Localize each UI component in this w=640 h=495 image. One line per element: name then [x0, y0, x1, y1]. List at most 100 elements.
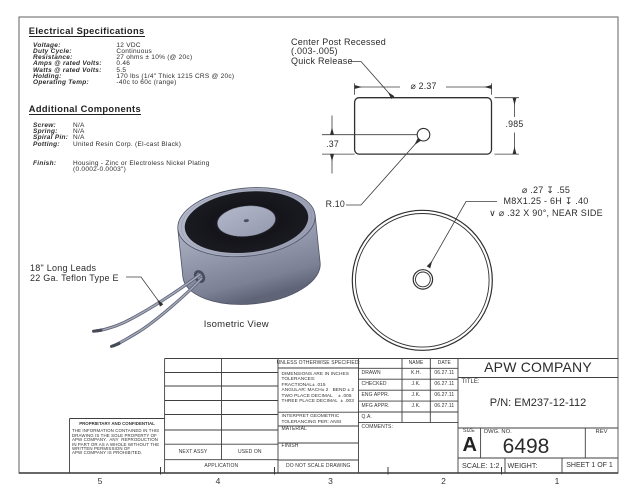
finish-cell-label: FINISH: [281, 443, 299, 450]
scale-label: SCALE: 1:2: [462, 460, 500, 470]
zone-number-2: 2: [441, 476, 446, 487]
size-value: A: [462, 434, 477, 456]
interpret-geometric: INTERPRET GEOMETRIC TOLERANCING PER: ANS…: [281, 414, 342, 425]
approval-date: 06.27.11: [434, 403, 455, 410]
proprietary-body: THE INFORMATION CONTAINED IN THIS DRAWIN…: [72, 428, 160, 456]
lead-wires: [92, 272, 204, 348]
company-name: APW COMPANY: [484, 359, 592, 375]
approval-name: J.K.: [411, 403, 421, 410]
spec-value: -40c to 60c (range): [116, 79, 177, 87]
electrical-specs-values: 12 VDC Continuous 27 ohms ± 10% (@ 20c) …: [116, 41, 235, 87]
finish-line2: (0.0002-0.0003"): [73, 165, 127, 173]
dim-height: .985: [504, 118, 525, 130]
tolerance-line: TWO PLACE DECIMAL ± .005: [281, 393, 352, 399]
finish-value: Housing - Zinc or Electroless Nickel Pla…: [73, 160, 210, 173]
hole-callout-line3: ∨ ⌀ .32 X 90°, NEAR SIDE: [489, 207, 603, 218]
spec-label: Holding:: [33, 72, 62, 80]
approval-date: 06.27.11: [434, 392, 455, 399]
material-label: MATERIAL: [281, 426, 307, 433]
center-post-note: Center Post Recessed (.003-.005) Quick R…: [291, 37, 387, 66]
side-view: [353, 97, 493, 155]
iso-caption: Isometric View: [203, 318, 269, 330]
additional-components-labels: Screw: Spring: Spiral Pin: Potting:: [33, 121, 68, 148]
hole-callout: ⌀ .27 ↧ .55 M8X1.25 - 6H ↧ .40 ∨ ⌀ .32 X…: [489, 185, 603, 220]
tolerance-line: ANGULAR: MACH± 2 BEND ± 2: [281, 388, 355, 394]
approval-date: 06.27.11: [434, 370, 455, 377]
dwg-no-value: 6498: [502, 434, 550, 458]
dim-center-offset: .37: [325, 138, 340, 150]
application-label: APPLICATION: [204, 462, 239, 469]
spec-label: Potting:: [33, 140, 60, 148]
spec-label: Duty Cycle:: [33, 47, 72, 55]
approval-date: 06.27.11: [434, 381, 455, 388]
finish-label: Finish:: [33, 159, 57, 167]
approval-role: Q.A.: [361, 413, 372, 420]
side-view-dimensions: [322, 61, 519, 206]
proprietary-heading: PROPRIETARY AND CONFIDENTIAL: [79, 420, 155, 426]
spec-label: Screw:: [33, 121, 56, 129]
spec-value: 0.46: [116, 60, 131, 68]
spec-value: Continuous: [116, 47, 153, 55]
comments-label: COMMENTS:: [361, 423, 393, 430]
spec-value: United Resin Corp. (El-cast Black): [73, 140, 182, 148]
approval-role: DRAWN: [361, 370, 381, 377]
leads-leader: [126, 276, 164, 307]
weight-label: WEIGHT:: [507, 460, 538, 470]
spec-value: 27 ohms ± 10% (@ 20c): [116, 54, 193, 62]
additional-components-heading: Additional Components: [28, 104, 141, 116]
sheet-frame: [18, 16, 619, 475]
electrical-specs-labels: Voltage: Duty Cycle: Resistance: Amps @ …: [33, 41, 102, 87]
spec-label: Voltage:: [33, 41, 61, 49]
size-label: SIZE: [463, 428, 475, 435]
tolerance-notes: DIMENSIONS ARE IN INCHES TOLERANCES: FRA…: [282, 372, 355, 405]
approval-role: MFG APPR.: [361, 403, 390, 410]
approval-name: J.K.: [411, 392, 421, 399]
title-label: TITLE:: [461, 379, 480, 386]
rev-label: REV: [595, 429, 608, 436]
approval-name: J.K.: [411, 381, 421, 388]
spec-label: Operating Temp:: [33, 79, 89, 87]
spec-label: Amps @ rated Volts:: [33, 60, 102, 68]
iso-view: [92, 187, 321, 348]
spec-value: N/A: [73, 134, 85, 142]
zone-number-5: 5: [97, 476, 103, 487]
name-header: NAME: [408, 359, 424, 366]
spec-label: Spring:: [33, 128, 58, 136]
dim-diameter: ⌀ 2.37: [409, 81, 438, 93]
zone-number-1: 1: [554, 476, 560, 487]
approval-role: ENG APPR.: [361, 392, 390, 399]
finish-line1: Housing - Zinc or Electroless Nickel Pla…: [73, 159, 210, 167]
hole-callout-line1: ⌀ .27 ↧ .55: [521, 184, 571, 195]
radius-note: R.10: [325, 199, 345, 210]
tolerance-line: FRACTIONAL± .015: [281, 382, 326, 388]
spec-label: Watts @ rated Volts:: [33, 66, 102, 74]
spec-value: 170 lbs (1/4" Thick 1215 CRS @ 20c): [116, 72, 235, 80]
do-not-scale: DO NOT SCALE DRAWING: [286, 462, 351, 469]
magnet-center-hole: [243, 219, 249, 223]
sheet-label: SHEET 1 OF 1: [566, 461, 613, 469]
next-assy-label: NEXT ASSY: [178, 448, 208, 455]
leads-note: 18" Long Leads 22 Ga. Teflon Type E: [30, 262, 119, 283]
spec-value: 12 VDC: [116, 41, 141, 49]
unless-otherwise-specified: UNLESS OTHERWISE SPECIFIED:: [276, 360, 361, 366]
approval-role: CHECKED: [361, 381, 387, 388]
spec-label: Resistance:: [33, 54, 73, 62]
face-view: [351, 209, 493, 351]
face-view-leader: [426, 201, 497, 269]
used-on-label: USED ON: [238, 448, 262, 455]
tolerance-line: TOLERANCES:: [281, 377, 316, 383]
spec-value: 5.5: [116, 66, 127, 74]
zone-number-3: 3: [328, 476, 333, 487]
dwg-no-label: DWG. NO.: [484, 429, 512, 436]
spec-value: N/A: [73, 128, 85, 136]
spec-value: N/A: [73, 121, 85, 129]
hole-callout-line2: M8X1.25 - 6H ↧ .40: [503, 196, 589, 207]
title-block-lines: [69, 357, 618, 473]
tolerance-line: DIMENSIONS ARE IN INCHES: [281, 371, 349, 377]
electrical-specs-heading: Electrical Specifications: [28, 25, 145, 37]
date-header: DATE: [437, 359, 451, 366]
part-number: P/N: EM237-12-112: [489, 396, 587, 409]
additional-components-values: N/A N/A N/A United Resin Corp. (El-cast …: [73, 121, 182, 148]
